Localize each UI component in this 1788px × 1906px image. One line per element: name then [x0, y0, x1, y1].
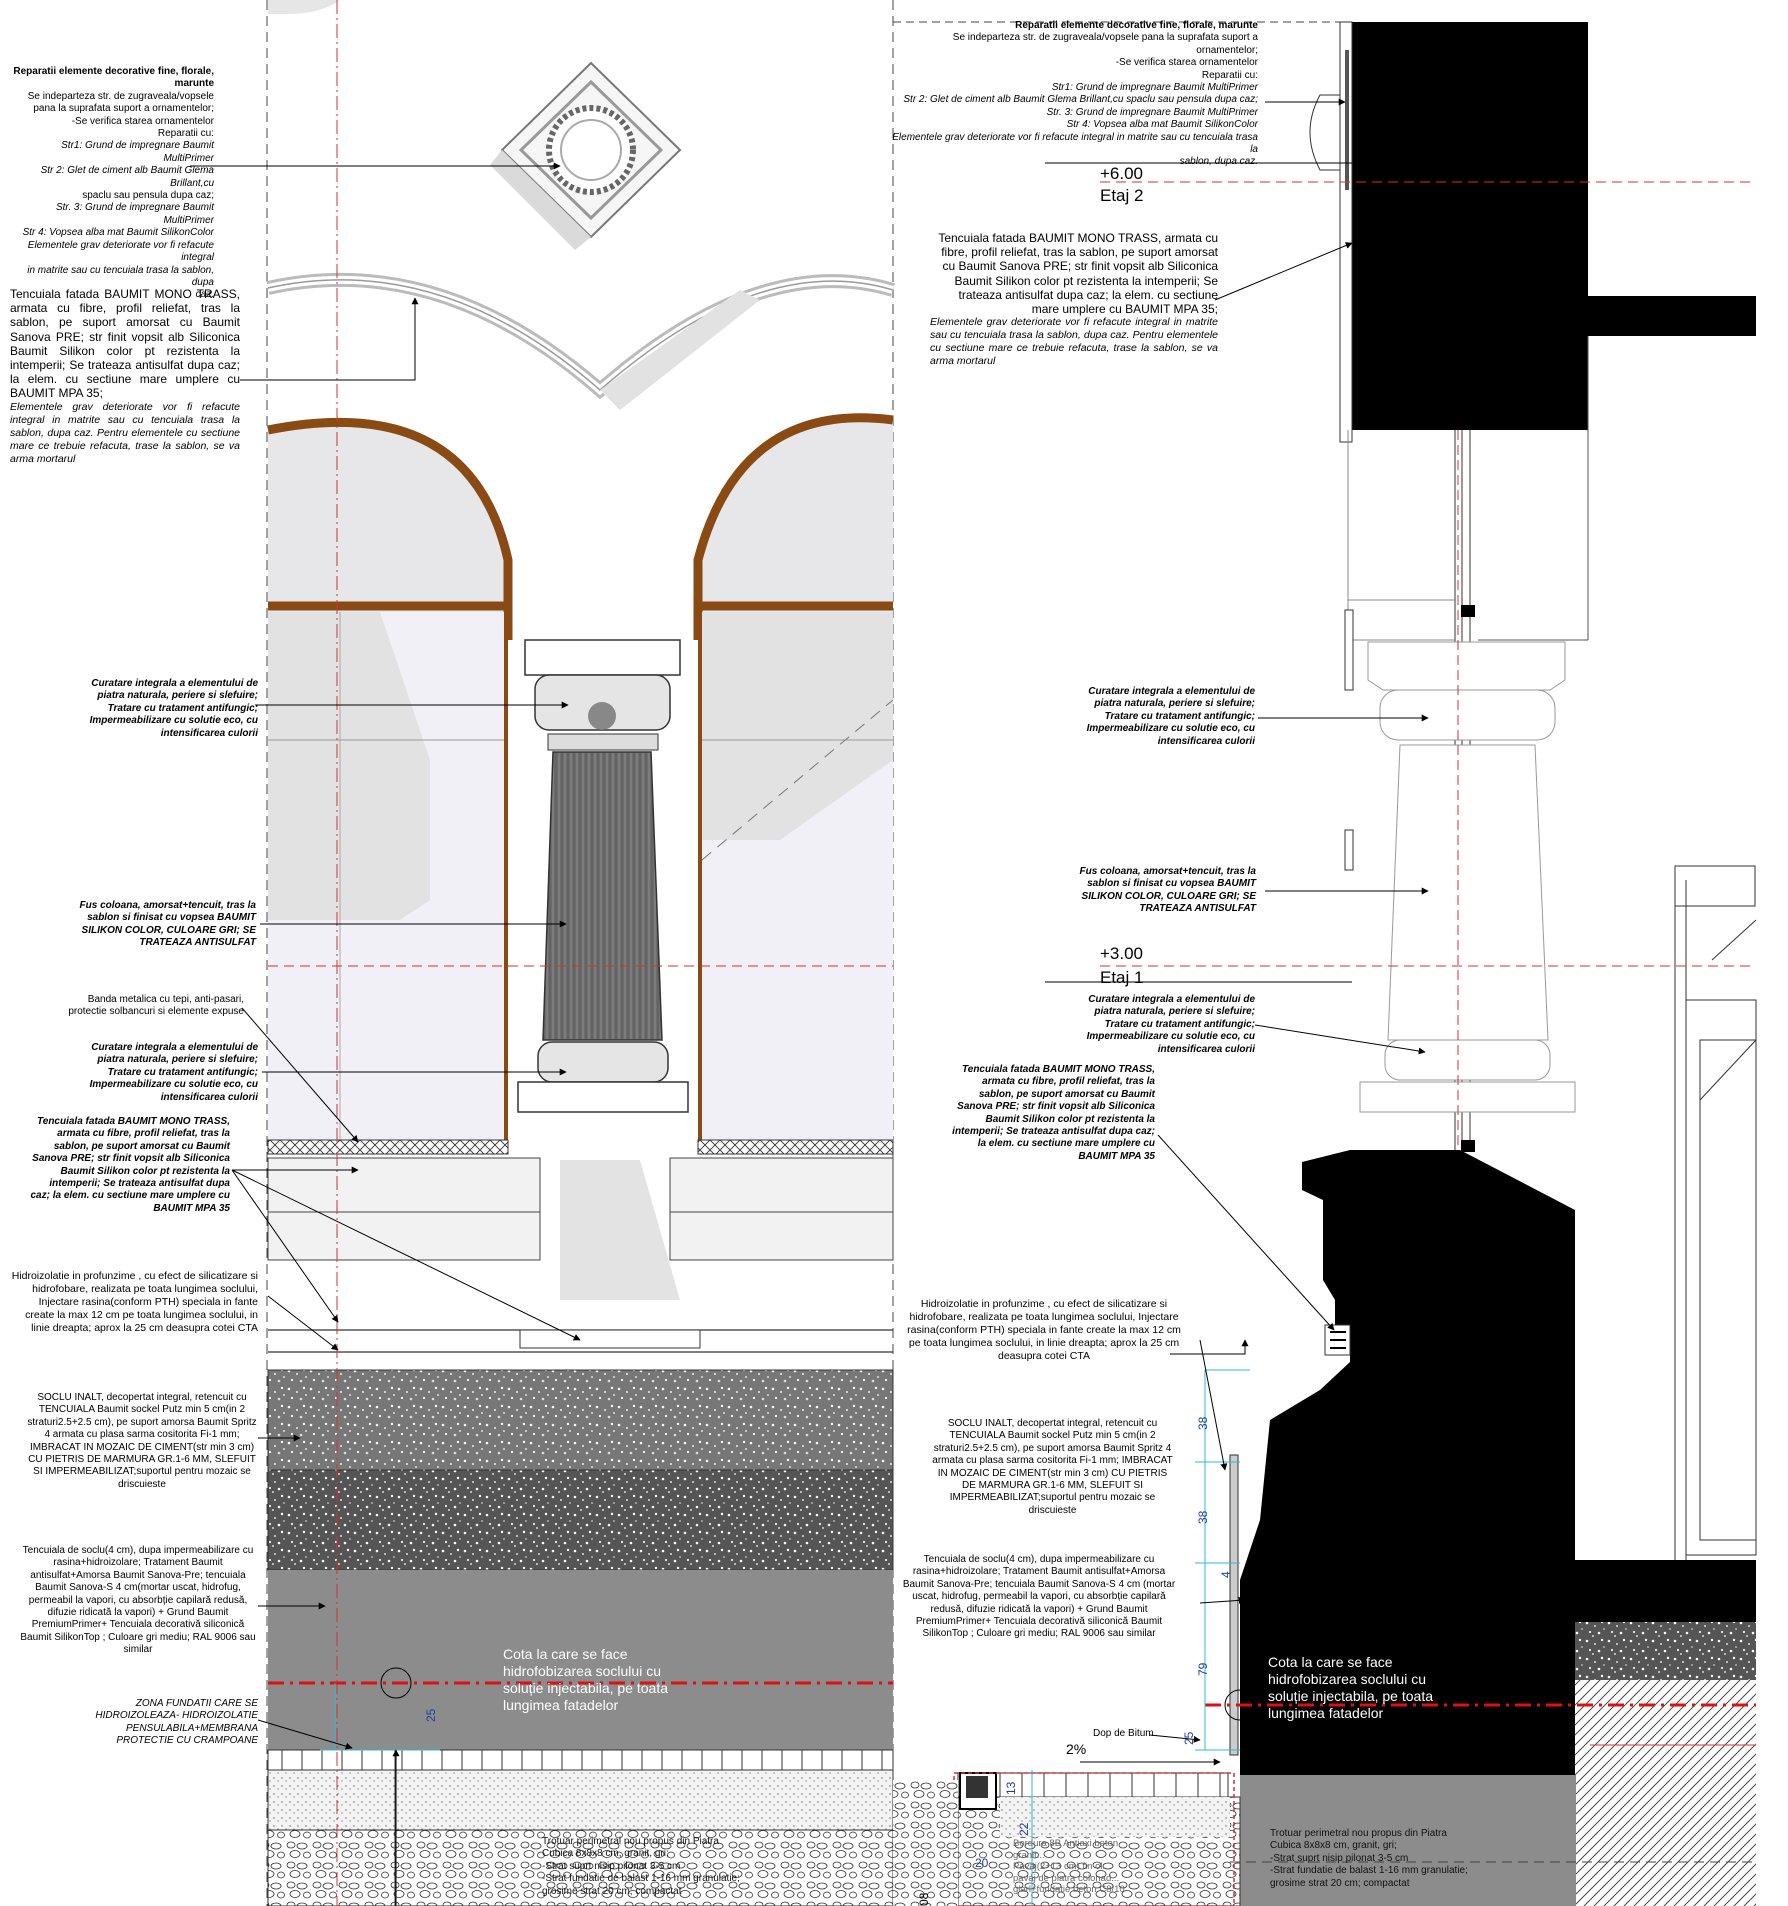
- level-300: +3.00: [1100, 944, 1144, 963]
- right-decor-line: Reparatii cu:: [1201, 69, 1258, 81]
- right-decor-line: Str 2: Glet de ciment alb Baumit Glema B…: [903, 94, 1258, 106]
- left-banda-note: Banda metalica cu tepi, anti-pasari, pro…: [68, 994, 244, 1018]
- left-trotuar-line: grosime strat 20 cm; compactat: [542, 1885, 682, 1897]
- right-curatare-note-1: Curatare integrala a elementului de piat…: [1086, 686, 1255, 747]
- left-curatare-note-1: Curatare integrala a elementului de piat…: [89, 678, 258, 739]
- left-trotuar-note: Trotuar perimetral nou propus din Piatra…: [542, 1836, 782, 1898]
- left-tenc-main: Tencuiala fatada BAUMIT MONO TRASS, arma…: [10, 287, 240, 401]
- left-tenc-italic: Elementele grav deteriorate vor fi refac…: [10, 400, 240, 465]
- left-trotuar-line: Cubica 8x8x8 cm, granit, gri;: [542, 1848, 669, 1860]
- left-decor-line: caz.: [195, 289, 214, 301]
- right-dop-label: Dop de Bitum: [1093, 1728, 1154, 1739]
- right-trotuar-line: grosime strat 20 cm; compactat: [1270, 1877, 1410, 1889]
- right-trotuar-line: -Strat suprt nisip pilonat 3-5 cm: [1270, 1852, 1409, 1864]
- left-decor-line: Reparatii cu:: [157, 128, 214, 140]
- right-trotuar-note: Trotuar perimetral nou propus din Piatra…: [1270, 1828, 1510, 1890]
- right-dim: 20: [975, 1856, 989, 1870]
- right-tenc-soclu-note: Tencuiala de soclu(4 cm), dupa impermeab…: [902, 1554, 1176, 1640]
- right-bordura-line: Bordura 8B Antiaxi beton: [1013, 1838, 1119, 1849]
- left-zona-note: ZONA FUNDATII CARE SE HIDROIZOLEAZA- HID…: [95, 1698, 258, 1747]
- right-fus-note: Fus coloana, amorsat+tencuit, tras la sa…: [1079, 866, 1256, 915]
- left-decor-line: Str 2: Glet de ciment alb Baumit Glema B…: [40, 165, 214, 189]
- right-decor-line: sablon, dupa caz.: [1179, 156, 1258, 168]
- right-bordura-note: Bordura 8B Antiaxi beton granit... Pavaj…: [1013, 1838, 1213, 1896]
- left-decor-line: spaclu sau pensula dupa caz;: [82, 190, 214, 202]
- left-decor-line: Str1: Grund de impregnare Baumit MultiPr…: [61, 140, 214, 164]
- right-decor-title: Reparatii elemente decorative fine, flor…: [1015, 20, 1258, 31]
- left-tenc-note: Tencuiala fatada BAUMIT MONO TRASS, arma…: [10, 287, 240, 466]
- left-decor-line: Str 4: Vopsea alba mat Baumit SilikonCol…: [22, 227, 214, 239]
- right-bordura-line: granit...: [1013, 1849, 1045, 1861]
- right-tenc-main: Tencuiala fatada BAUMIT MONO TRASS, arma…: [938, 231, 1218, 317]
- right-dim: 08: [917, 1892, 931, 1906]
- right-trotuar-line: -Strat fundatie de balast 1-16 mm granul…: [1270, 1865, 1468, 1877]
- right-decor-note: Reparatii elemente decorative fine, flor…: [890, 20, 1258, 169]
- right-decor-line: Str 4: Vopsea alba mat Baumit SilikonCol…: [1066, 119, 1258, 131]
- left-decor-line: Elementele grav deteriorate vor fi refac…: [27, 239, 214, 264]
- left-decor-title: Reparatii elemente decorative fine, flor…: [13, 66, 214, 90]
- left-soclu-note: SOCLU INALT, decopertat integral, retenc…: [27, 1392, 257, 1490]
- right-tenc-italic: Elementele grav deteriorate vor fi refac…: [930, 316, 1218, 368]
- right-trotuar-line: Cubica 8x8x8 cm, granit, gri;: [1270, 1840, 1397, 1852]
- left-curatare-note-2: Curatare integrala a elementului de piat…: [89, 1042, 258, 1103]
- right-dim: 79: [1196, 1662, 1210, 1676]
- right-hidro-note: Hidroizolatie in profunzime , cu efect d…: [907, 1298, 1181, 1362]
- right-dim: 22: [1017, 1822, 1031, 1836]
- right-decor-line: Elementele grav deteriorate vor fi refac…: [892, 131, 1258, 156]
- left-decor-line: -Se verifica starea ornamentelor: [71, 115, 214, 127]
- left-trotuar-line: -Strat fundatie de balast 1-16 mm granul…: [542, 1873, 740, 1885]
- right-decor-line: Str. 3: Grund de impregnare Baumit Multi…: [1046, 106, 1258, 118]
- right-soclu-note: SOCLU INALT, decopertat integral, retenc…: [932, 1418, 1173, 1516]
- left-hidro-note: Hidroizolatie in profunzime , cu efect d…: [11, 1270, 258, 1334]
- left-arch-window: [267, 417, 513, 1142]
- left-decor-note: Reparatii elemente decorative fine, flor…: [10, 66, 214, 302]
- right-cota-note: Cota la care se face hidrofobizarea socl…: [1268, 1654, 1433, 1721]
- right-dim: 4: [1219, 1571, 1233, 1578]
- left-decor-line: Str. 3: Grund de impregnare Baumit Multi…: [55, 202, 214, 226]
- left-dim-25: 25: [424, 1708, 438, 1722]
- right-curatare-note-2: Curatare integrala a elementului de piat…: [1086, 994, 1255, 1055]
- left-cota-note: Cota la care se face hidrofobizarea socl…: [503, 1646, 668, 1713]
- left-decor-line: Se indeparteza str. de zugraveala/vopsel…: [27, 90, 214, 102]
- right-bordura-line: Pavaj(2+13 cm) fin ol...: [1013, 1861, 1111, 1872]
- right-slope-label: 2%: [1066, 1741, 1087, 1757]
- right-dim: 25: [1182, 1731, 1196, 1745]
- right-dim: 13: [1004, 1781, 1018, 1795]
- left-tenc-soclu-note: Tencuiala de soclu(4 cm), dupa impermeab…: [20, 1545, 256, 1656]
- level-etaj1: Etaj 1: [1100, 968, 1144, 987]
- left-trotuar-line: -Strat suprt nisip pilonat 3-5 cm: [542, 1860, 681, 1872]
- left-decor-line: in matrite sau cu tencuiala trasa la sab…: [27, 264, 214, 288]
- right-trotuar-line: Trotuar perimetral nou propus din Piatra: [1270, 1828, 1447, 1839]
- left-tenc-bold-note: Tencuiala fatada BAUMIT MONO TRASS, arma…: [30, 1116, 230, 1214]
- right-decor-line: -Se verifica starea ornamentelor: [1115, 57, 1258, 69]
- right-decor-line: ornamentelor;: [1196, 44, 1258, 56]
- rosette-ornament: [490, 61, 682, 250]
- right-decor-line: Str1: Grund de impregnare Baumit MultiPr…: [1051, 82, 1258, 94]
- right-dim: 38: [1196, 1416, 1210, 1430]
- right-tenc-note: Tencuiala fatada BAUMIT MONO TRASS, arma…: [930, 231, 1218, 368]
- right-dim: 38: [1196, 1510, 1210, 1524]
- left-elevation: [190, 0, 896, 1906]
- right-bordura-line: glarl+fundatie beton C8/10: [1013, 1884, 1125, 1895]
- column: [508, 639, 698, 1140]
- right-section: [893, 21, 1757, 1906]
- left-trotuar-line: Trotuar perimetral nou propus din Piatra: [542, 1836, 719, 1847]
- right-tenc-bold-note: Tencuiala fatada BAUMIT MONO TRASS, arma…: [952, 1064, 1155, 1162]
- right-arch-window: [693, 413, 894, 1142]
- right-decor-line: Se indeparteza str. de zugraveala/vopsel…: [952, 32, 1258, 44]
- right-bordura-line: pavaj de piatra colonad...: [1013, 1872, 1120, 1884]
- left-fus-note: Fus coloana, amorsat+tencuit, tras la sa…: [79, 900, 256, 949]
- level-600: +6.00: [1100, 164, 1144, 183]
- level-etaj2: Etaj 2: [1100, 186, 1144, 205]
- left-decor-line: pana la suprafata suport a ornamentelor;: [33, 103, 214, 115]
